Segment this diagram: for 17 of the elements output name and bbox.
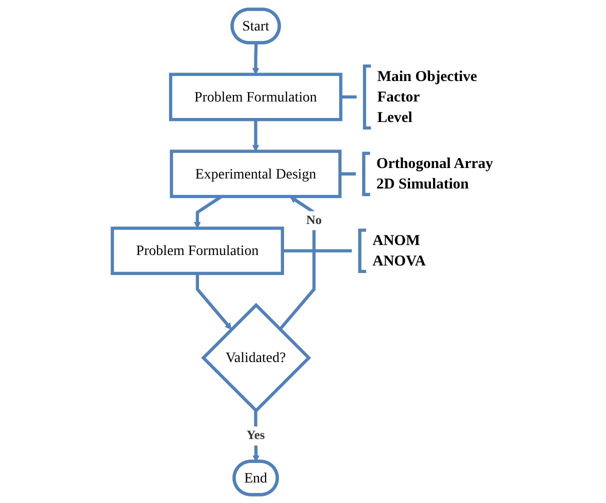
note-text: Orthogonal Array — [376, 156, 494, 172]
note-text: ANOVA — [372, 253, 426, 270]
note-text: Level — [377, 110, 412, 126]
note-text: 2D Simulation — [376, 176, 469, 192]
node-box: Experimental Design — [170, 149, 342, 198]
node-box: Problem Formulation — [110, 226, 284, 274]
note-text: Main Objective — [377, 68, 478, 84]
node-diamond: Validated? — [201, 302, 312, 412]
arrow — [252, 119, 260, 152]
node-box: Problem Formulation — [169, 72, 342, 121]
edge-label: Yes — [246, 428, 265, 442]
note-text: Factor — [377, 89, 420, 105]
arrow — [278, 196, 316, 330]
arrow — [196, 272, 232, 330]
arrow — [252, 42, 260, 74]
edge-label: No — [306, 213, 322, 227]
note-text: ANOM — [372, 232, 420, 249]
